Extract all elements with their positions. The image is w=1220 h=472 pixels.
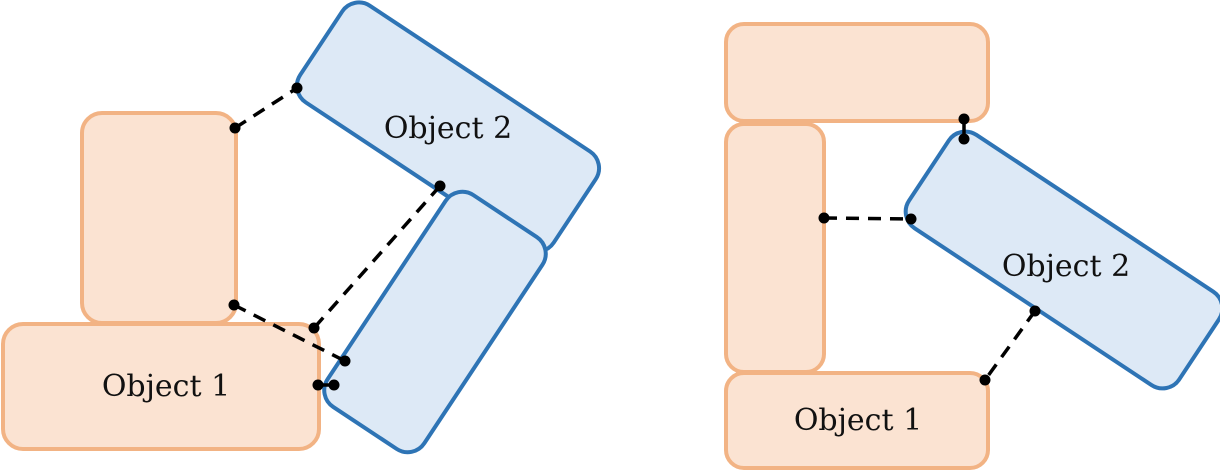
left-object2-bar-top	[294, 0, 602, 254]
left-point	[339, 355, 351, 367]
right-point	[905, 213, 917, 225]
right-point	[979, 374, 991, 386]
left-connector-1	[234, 86, 298, 130]
left-point	[228, 299, 240, 311]
left-panel: Object 1 Object 2	[1, 0, 602, 455]
right-connector-2	[823, 216, 912, 221]
left-point	[312, 379, 324, 391]
right-object2-label: Object 2	[1002, 249, 1130, 284]
left-point	[308, 322, 320, 334]
right-static-block-column	[724, 122, 826, 374]
left-object1-label: Object 1	[102, 369, 230, 404]
left-point	[291, 82, 303, 94]
right-point	[818, 212, 830, 224]
left-point	[434, 180, 446, 192]
right-object1-label: Object 1	[794, 403, 922, 438]
left-static-block-tall	[80, 111, 238, 325]
left-object2-label: Object 2	[384, 111, 512, 146]
left-connector-2	[312, 184, 442, 330]
right-static-block-top	[724, 22, 990, 123]
right-point	[958, 113, 970, 125]
right-point	[1029, 305, 1041, 317]
left-point	[229, 122, 241, 134]
right-connector-3	[983, 309, 1037, 382]
right-object1-box	[724, 371, 990, 470]
right-point	[958, 133, 970, 145]
right-panel: Object 1 Object 2	[724, 22, 1220, 470]
left-point	[328, 379, 340, 391]
left-object2-bar-lower	[322, 189, 548, 455]
